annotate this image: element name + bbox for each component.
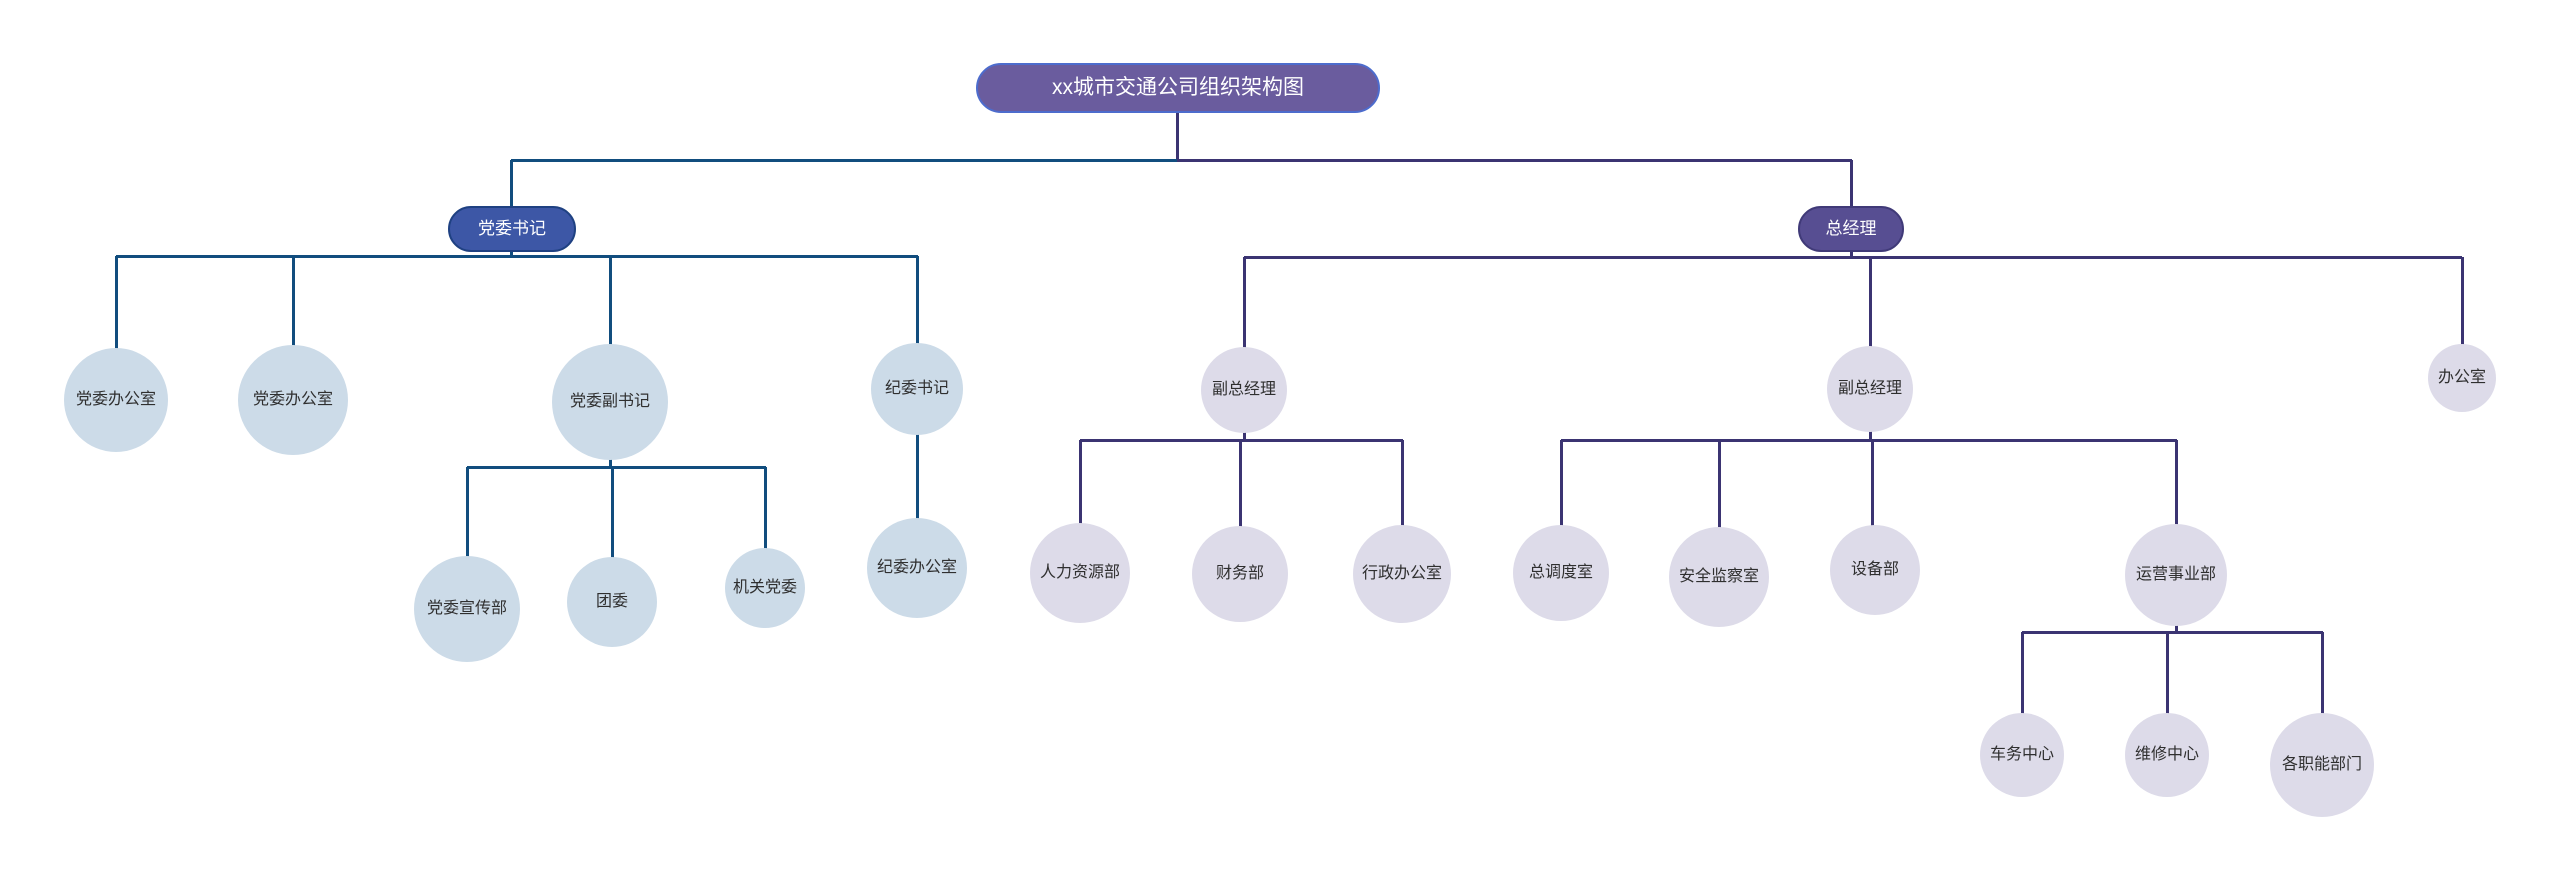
connector-line (763, 467, 767, 551)
node-youth-league[interactable]: 团委 (567, 557, 657, 647)
connector-line (1080, 438, 1403, 442)
connector-line (915, 256, 919, 345)
connector-line (1717, 440, 1721, 530)
connector-line (2320, 632, 2324, 716)
connector-line (1870, 440, 1874, 527)
connector-line (1242, 257, 1246, 350)
node-safety-inspection[interactable]: 安全监察室 (1669, 527, 1769, 627)
node-org-party-committee[interactable]: 机关党委 (725, 548, 805, 628)
node-deputy-party-secretary[interactable]: 党委副书记 (552, 344, 668, 460)
connector-line (116, 254, 918, 258)
connector-line (1177, 158, 1852, 162)
connector-line (1849, 250, 1853, 259)
connector-line (1400, 440, 1404, 527)
connector-line (608, 458, 612, 469)
connector-line (467, 465, 766, 469)
node-general-manager[interactable]: 总经理 (1798, 206, 1904, 252)
node-finance-dept[interactable]: 财务部 (1192, 526, 1288, 622)
node-hr-dept[interactable]: 人力资源部 (1030, 523, 1130, 623)
connector-line (608, 256, 612, 347)
connector-line (1244, 255, 2462, 259)
node-discipline-office[interactable]: 纪委办公室 (867, 518, 967, 618)
connector-line (1242, 430, 1246, 442)
connector-line (1238, 440, 1242, 528)
connector-line (509, 160, 513, 208)
connector-line (1868, 428, 1872, 442)
connector-line (1559, 440, 1563, 528)
connector-line (2022, 630, 2323, 634)
node-dispatch-room[interactable]: 总调度室 (1513, 525, 1609, 621)
connector-line (610, 467, 614, 558)
connector-line (2174, 440, 2178, 527)
connector-line (1078, 440, 1082, 526)
node-title[interactable]: xx城市交通公司组织架构图 (976, 63, 1380, 113)
node-operations-division[interactable]: 运营事业部 (2125, 524, 2227, 626)
node-party-office-1[interactable]: 党委办公室 (64, 348, 168, 452)
node-deputy-gm-2[interactable]: 副总经理 (1827, 346, 1913, 432)
connector-line (915, 434, 919, 521)
node-deputy-gm-1[interactable]: 副总经理 (1201, 347, 1287, 433)
connector-line (291, 256, 295, 348)
connector-line (2165, 632, 2169, 716)
node-equipment-dept[interactable]: 设备部 (1830, 525, 1920, 615)
node-functional-depts[interactable]: 各职能部门 (2270, 713, 2374, 817)
connector-line (2460, 257, 2464, 347)
connector-line (1175, 113, 1179, 162)
node-admin-office[interactable]: 行政办公室 (1353, 525, 1451, 623)
node-party-office-2[interactable]: 党委办公室 (238, 345, 348, 455)
connector-line (2020, 632, 2024, 715)
connector-line (1561, 438, 2177, 442)
node-party-secretary[interactable]: 党委书记 (448, 206, 576, 252)
connector-line (2174, 623, 2178, 634)
connector-line (1849, 160, 1853, 208)
node-discipline-secretary[interactable]: 纪委书记 (871, 343, 963, 435)
connector-line (465, 467, 469, 560)
node-gm-office[interactable]: 办公室 (2428, 344, 2496, 412)
connector-line (509, 250, 513, 258)
node-maintenance-center[interactable]: 维修中心 (2125, 713, 2209, 797)
connector-line (511, 158, 1179, 162)
connector-line (1868, 257, 1872, 348)
connector-line (114, 256, 118, 352)
node-publicity-dept[interactable]: 党委宣传部 (414, 556, 520, 662)
node-vehicle-center[interactable]: 车务中心 (1980, 713, 2064, 797)
